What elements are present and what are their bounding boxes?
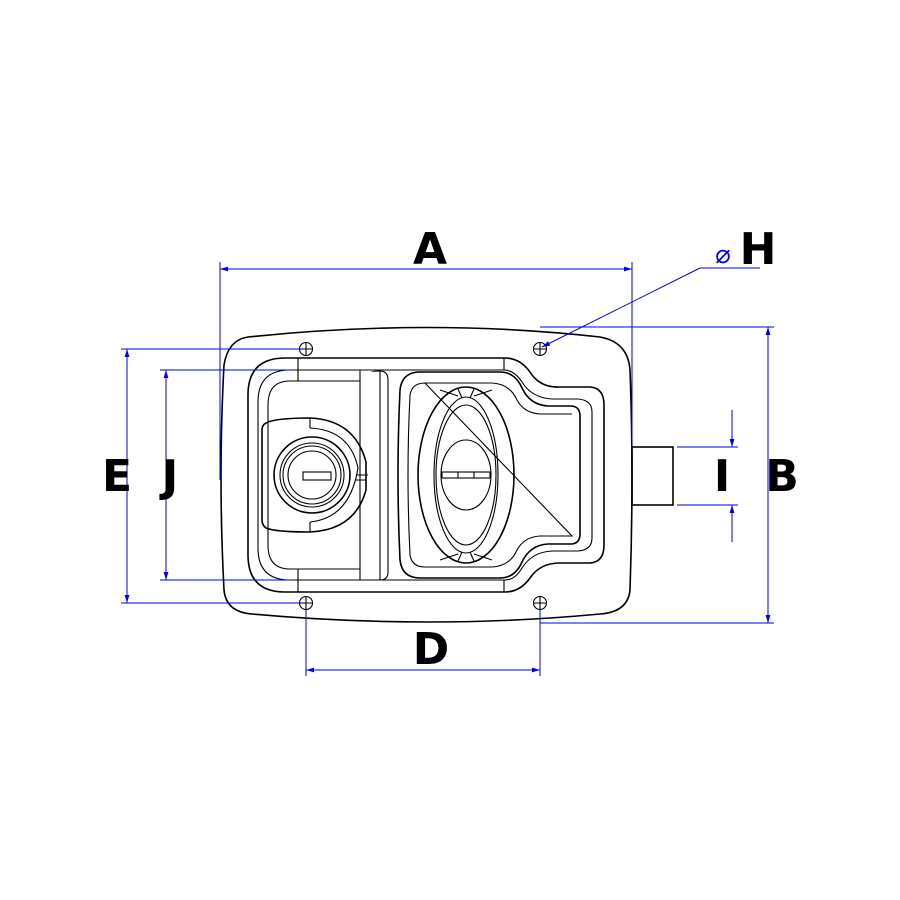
dimension-H: ⌀ H — [541, 224, 777, 348]
key-cylinder — [273, 436, 351, 514]
mounting-plate — [220, 326, 633, 623]
recess-inner — [257, 369, 593, 581]
latch-body — [220, 326, 674, 623]
dimension-E: E — [102, 348, 300, 604]
label-D: D — [413, 624, 450, 675]
push-button — [440, 439, 492, 511]
label-H: H — [740, 224, 777, 275]
dimension-I: I — [677, 410, 738, 542]
handle-paddle — [397, 371, 581, 579]
keyhole — [302, 471, 332, 481]
label-A: A — [413, 224, 447, 275]
recess-outer — [247, 357, 605, 593]
label-I: I — [714, 451, 730, 502]
dimension-J: J — [159, 369, 292, 581]
button-slot — [441, 471, 491, 479]
push-button-ring — [417, 386, 515, 564]
label-E: E — [102, 451, 132, 502]
label-J: J — [159, 451, 178, 502]
dimension-A: A — [219, 224, 633, 480]
dimension-B: B — [540, 326, 799, 624]
label-B: B — [765, 451, 799, 502]
dimension-D: D — [305, 610, 541, 676]
diameter-symbol: ⌀ — [715, 240, 731, 270]
bolt — [631, 446, 674, 506]
